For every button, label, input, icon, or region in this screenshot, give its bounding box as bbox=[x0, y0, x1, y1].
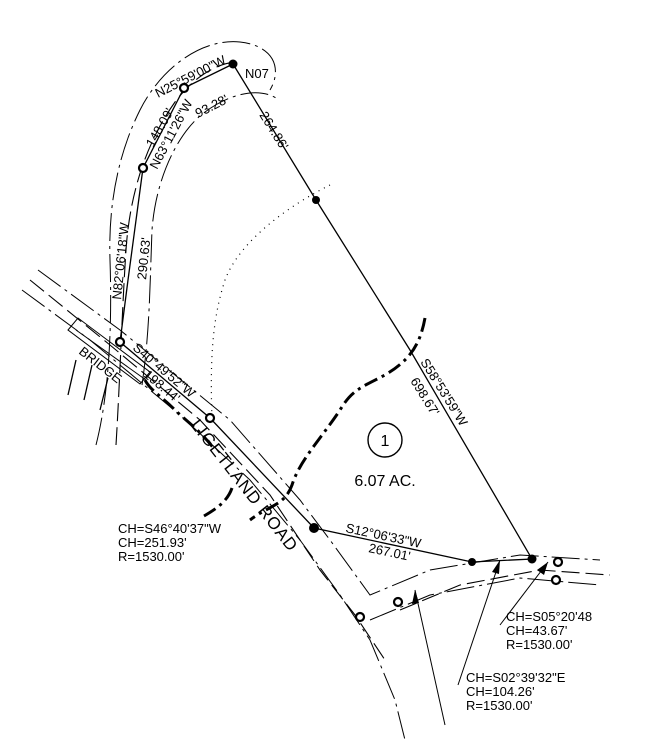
heavy-boundary-line bbox=[249, 317, 427, 522]
bearing-n82: N82°06'18"W bbox=[109, 221, 132, 300]
leader-c2-arrow bbox=[537, 562, 548, 575]
monument-point bbox=[552, 556, 564, 568]
loop-dashed bbox=[115, 61, 239, 446]
curve-2-chord-length: CH=43.67' bbox=[506, 623, 567, 638]
bridge-outline bbox=[67, 317, 151, 385]
road-row-northeast bbox=[37, 269, 601, 596]
monument-point bbox=[137, 162, 149, 174]
distance-264: 264.86' bbox=[256, 109, 291, 153]
lot-area: 6.07 AC. bbox=[354, 473, 415, 490]
curve-data-2: CH=S05°20'48 CH=43.67' R=1530.00' bbox=[506, 609, 592, 652]
curve-3-chord-bearing: CH=S02°39'32"E bbox=[466, 670, 566, 685]
interior-dotted-line bbox=[210, 184, 331, 421]
lot-number-circle bbox=[367, 422, 403, 458]
curve-1-radius: R=1530.00' bbox=[118, 549, 184, 564]
monument-point bbox=[468, 558, 476, 566]
bridge-post-3 bbox=[67, 359, 77, 396]
row-line-north-inner bbox=[141, 92, 277, 386]
curve-2-chord-bearing: CH=S05°20'48 bbox=[506, 609, 592, 624]
monument-point bbox=[527, 554, 537, 564]
bridge-label: BRIDGE bbox=[76, 344, 125, 387]
leader-c3b bbox=[414, 589, 446, 726]
leader-c2 bbox=[499, 561, 549, 626]
bridge-post-2 bbox=[99, 377, 109, 411]
lot-boundary bbox=[119, 63, 534, 563]
distance-290: 290.63' bbox=[134, 237, 153, 281]
monument-point bbox=[309, 523, 319, 533]
monument-point bbox=[204, 412, 216, 424]
leader-c3a bbox=[457, 559, 501, 686]
monument-point bbox=[178, 82, 190, 94]
bridge-post-1 bbox=[83, 364, 93, 401]
monument-point bbox=[354, 611, 366, 623]
curve-1-chord-length: CH=251.93' bbox=[118, 535, 187, 550]
curve-3-chord-length: CH=104.26' bbox=[466, 684, 535, 699]
curve-data-3: CH=S02°39'32"E CH=104.26' R=1530.00' bbox=[466, 670, 566, 713]
bridge-rail bbox=[75, 329, 147, 381]
heavy-boundary-west bbox=[143, 379, 217, 451]
distance-93: 93.28' bbox=[193, 91, 231, 120]
monument-point bbox=[392, 596, 404, 608]
leader-c3a-arrow bbox=[492, 560, 500, 574]
road-centerline bbox=[29, 279, 386, 661]
monument-point bbox=[550, 574, 562, 586]
lot-number: 1 bbox=[381, 433, 390, 450]
curve-data-1: CH=S46°40'37"W CH=251.93' R=1530.00' bbox=[118, 521, 222, 564]
bearing-n07: N07 bbox=[245, 66, 269, 81]
leader-c3b-arrow bbox=[412, 590, 419, 604]
monument-point bbox=[228, 59, 238, 69]
curve-3-radius: R=1530.00' bbox=[466, 698, 532, 713]
curve-2-radius: R=1530.00' bbox=[506, 637, 572, 652]
monument-point bbox=[114, 336, 126, 348]
monument-point bbox=[312, 196, 320, 204]
curve-1-chord-bearing: CH=S46°40'37"W bbox=[118, 521, 222, 536]
heavy-boundary-sw bbox=[203, 487, 234, 518]
road-south-edge-2 bbox=[399, 569, 611, 611]
